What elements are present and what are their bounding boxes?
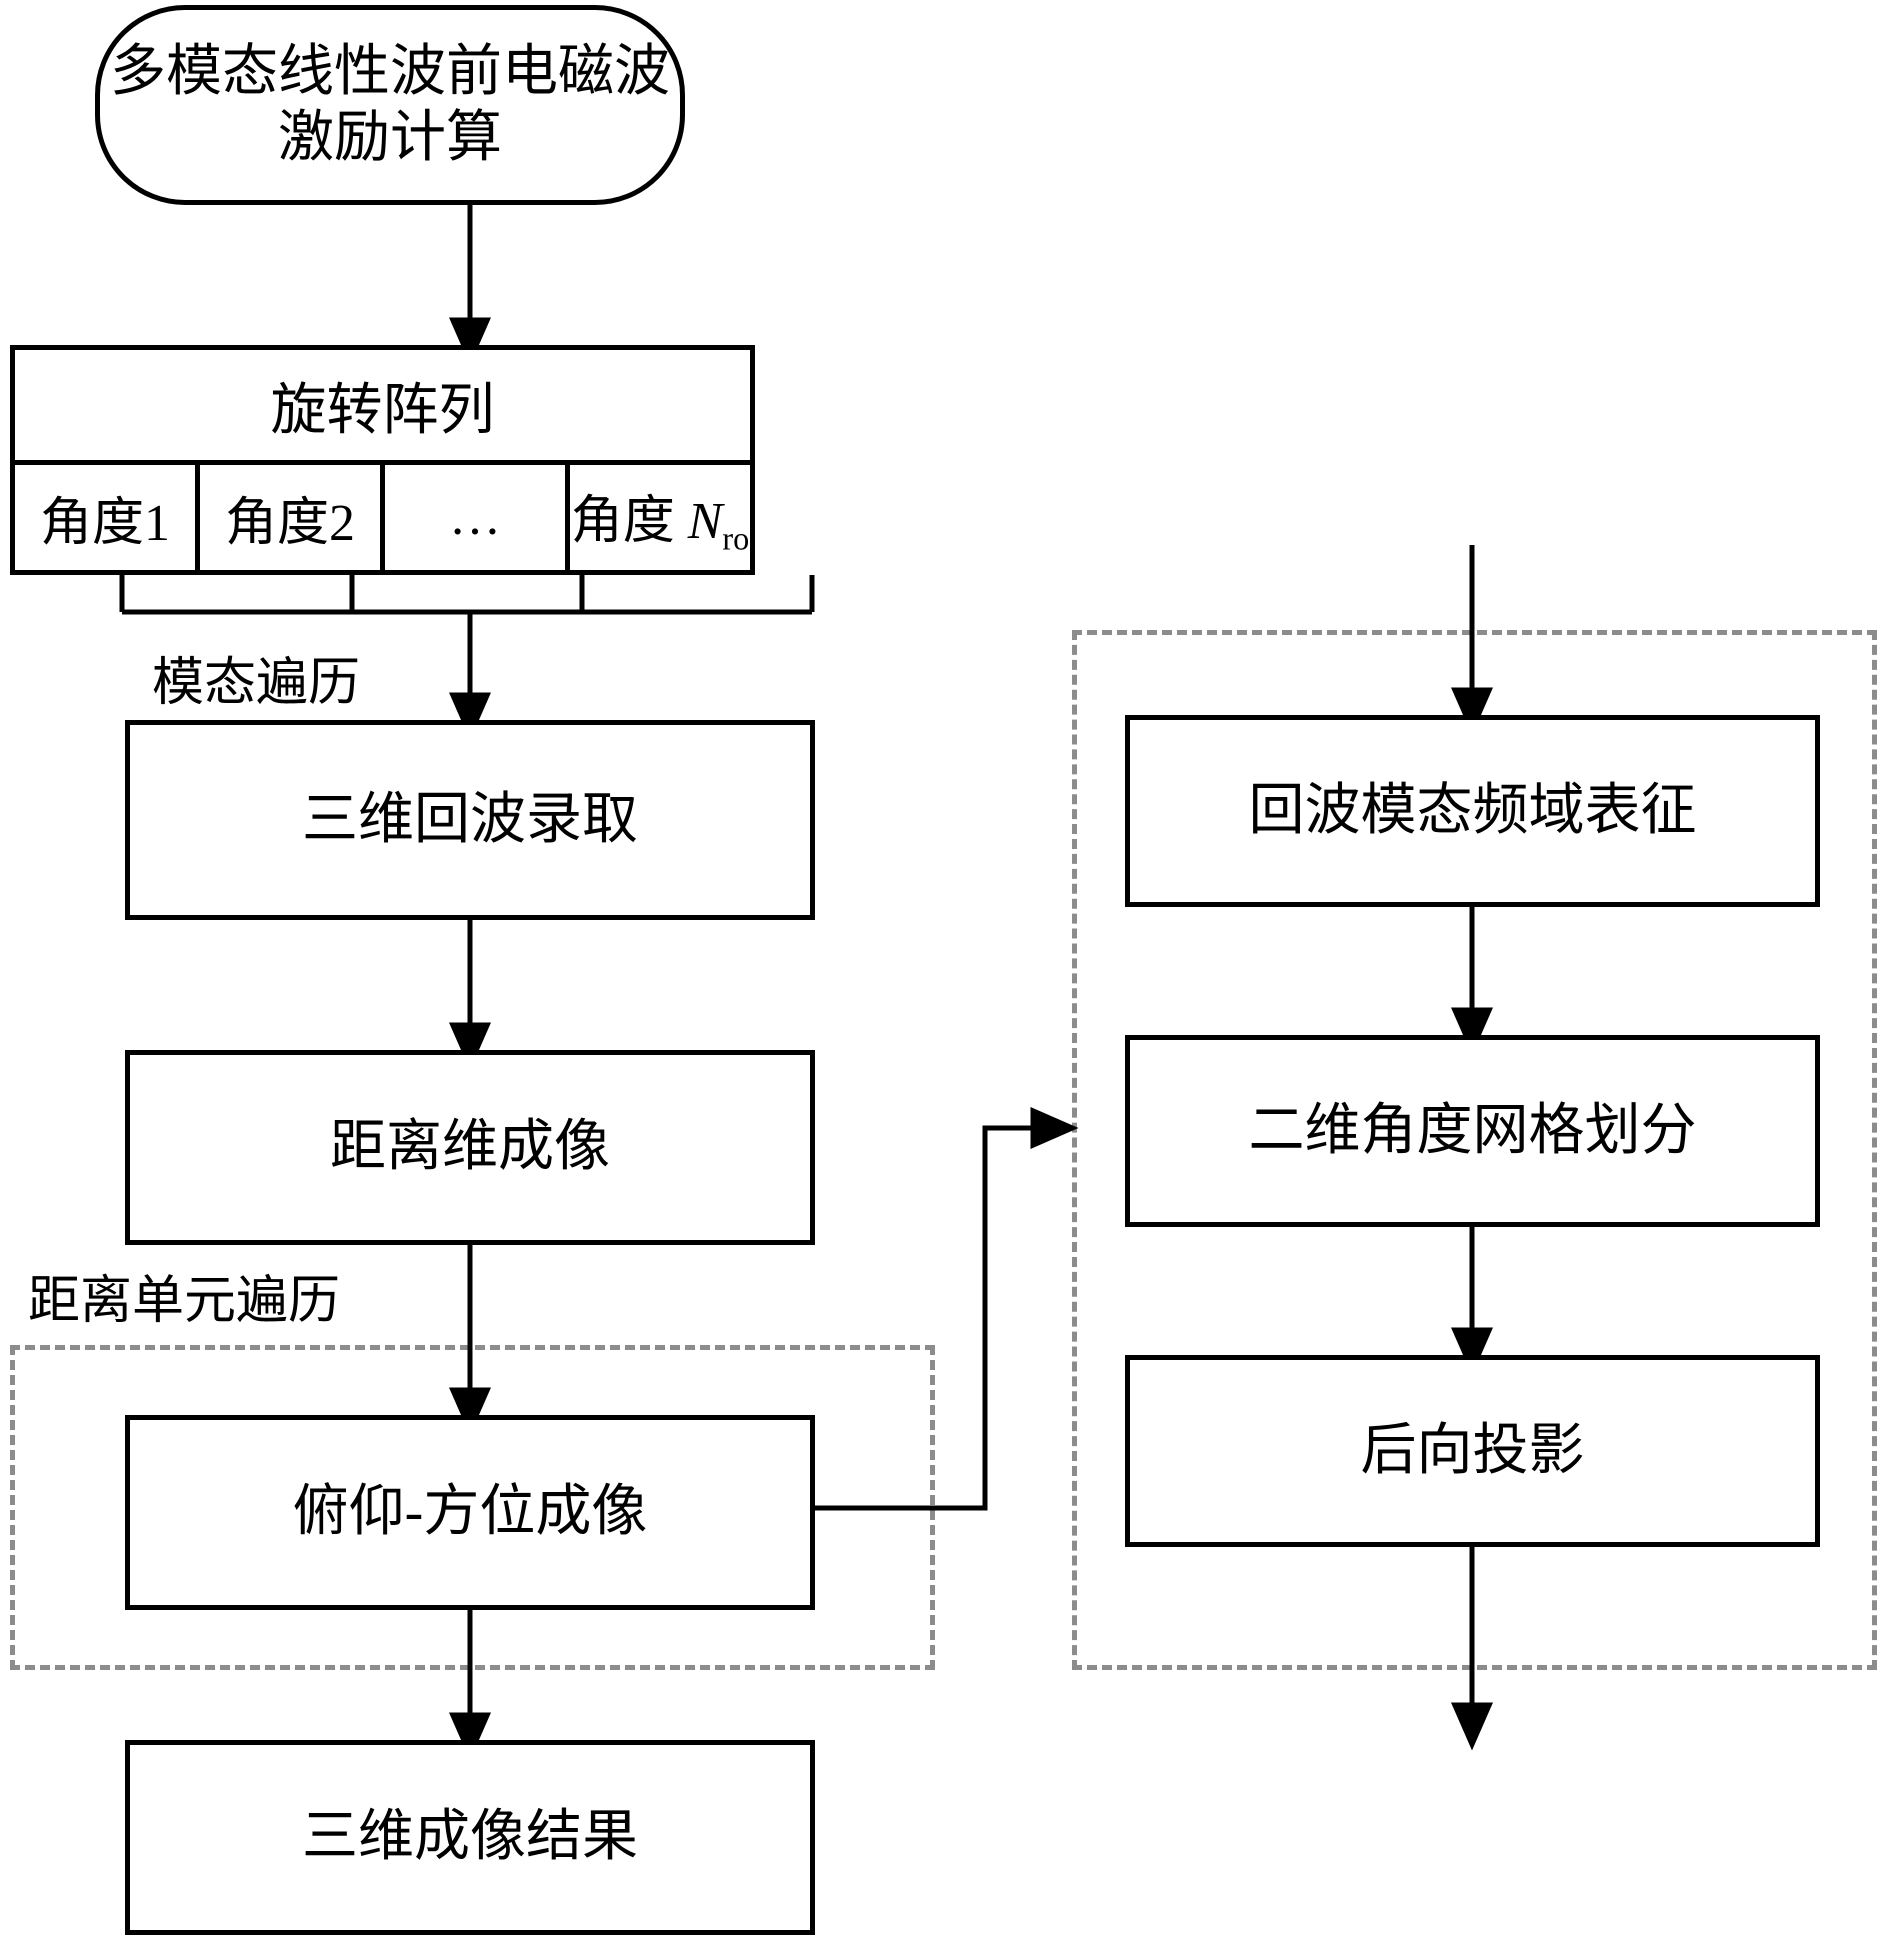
node-back-projection[interactable]: 后向投影 <box>1125 1355 1820 1547</box>
angle-cell-n-var: N <box>687 492 723 550</box>
node-range-dimension-imaging[interactable]: 距离维成像 <box>125 1050 815 1245</box>
node-echo-mode-frequency-domain-label: 回波模态频域表征 <box>1248 779 1697 842</box>
node-3d-echo-recording[interactable]: 三维回波录取 <box>125 720 815 920</box>
angle-cell-n-prefix: 角度 <box>570 492 688 550</box>
angle-cell-1-label: 角度1 <box>39 495 170 552</box>
node-echo-mode-frequency-domain[interactable]: 回波模态频域表征 <box>1125 715 1820 907</box>
node-2d-angle-grid-partition[interactable]: 二维角度网格划分 <box>1125 1035 1820 1227</box>
node-elevation-azimuth-imaging[interactable]: 俯仰-方位成像 <box>125 1415 815 1610</box>
node-3d-echo-recording-label: 三维回波录取 <box>302 788 638 851</box>
node-excitation-calculation-label: 多模态线性波前电磁波 激励计算 <box>110 40 670 169</box>
node-range-dimension-imaging-label: 距离维成像 <box>330 1116 610 1179</box>
rotation-array-header: 旋转阵列 <box>15 350 750 465</box>
angle-cell-1[interactable]: 角度1 <box>15 465 200 570</box>
angle-cell-ellipsis-label: … <box>449 489 501 546</box>
node-3d-imaging-result[interactable]: 三维成像结果 <box>125 1740 815 1935</box>
angle-cell-ellipsis: … <box>385 465 570 570</box>
edge-elevazim-to-anglegrid <box>812 1107 1079 1511</box>
angle-cell-n-subscript: ro <box>722 520 750 557</box>
angle-cell-2-label: 角度2 <box>224 495 355 552</box>
edge-label-mode-traversal: 模态遍历 <box>152 655 361 712</box>
angle-cell-2[interactable]: 角度2 <box>200 465 385 570</box>
node-excitation-calculation[interactable]: 多模态线性波前电磁波 激励计算 <box>95 5 685 205</box>
angle-cell-n-label: 角度 Nro <box>571 478 750 557</box>
rotation-array-cells: 角度1 角度2 … 角度 Nro <box>15 465 750 570</box>
node-2d-angle-grid-partition-label: 二维角度网格划分 <box>1248 1099 1697 1162</box>
rotation-array-header-label: 旋转阵列 <box>270 379 495 442</box>
edge-label-range-cell-traversal: 距离单元遍历 <box>28 1273 341 1330</box>
angle-cell-n[interactable]: 角度 Nro <box>570 465 750 570</box>
node-rotation-array[interactable]: 旋转阵列 角度1 角度2 … 角度 Nro <box>10 345 755 575</box>
node-back-projection-label: 后向投影 <box>1360 1419 1585 1482</box>
node-elevation-azimuth-imaging-label: 俯仰-方位成像 <box>292 1481 648 1544</box>
node-3d-imaging-result-label: 三维成像结果 <box>302 1806 638 1869</box>
